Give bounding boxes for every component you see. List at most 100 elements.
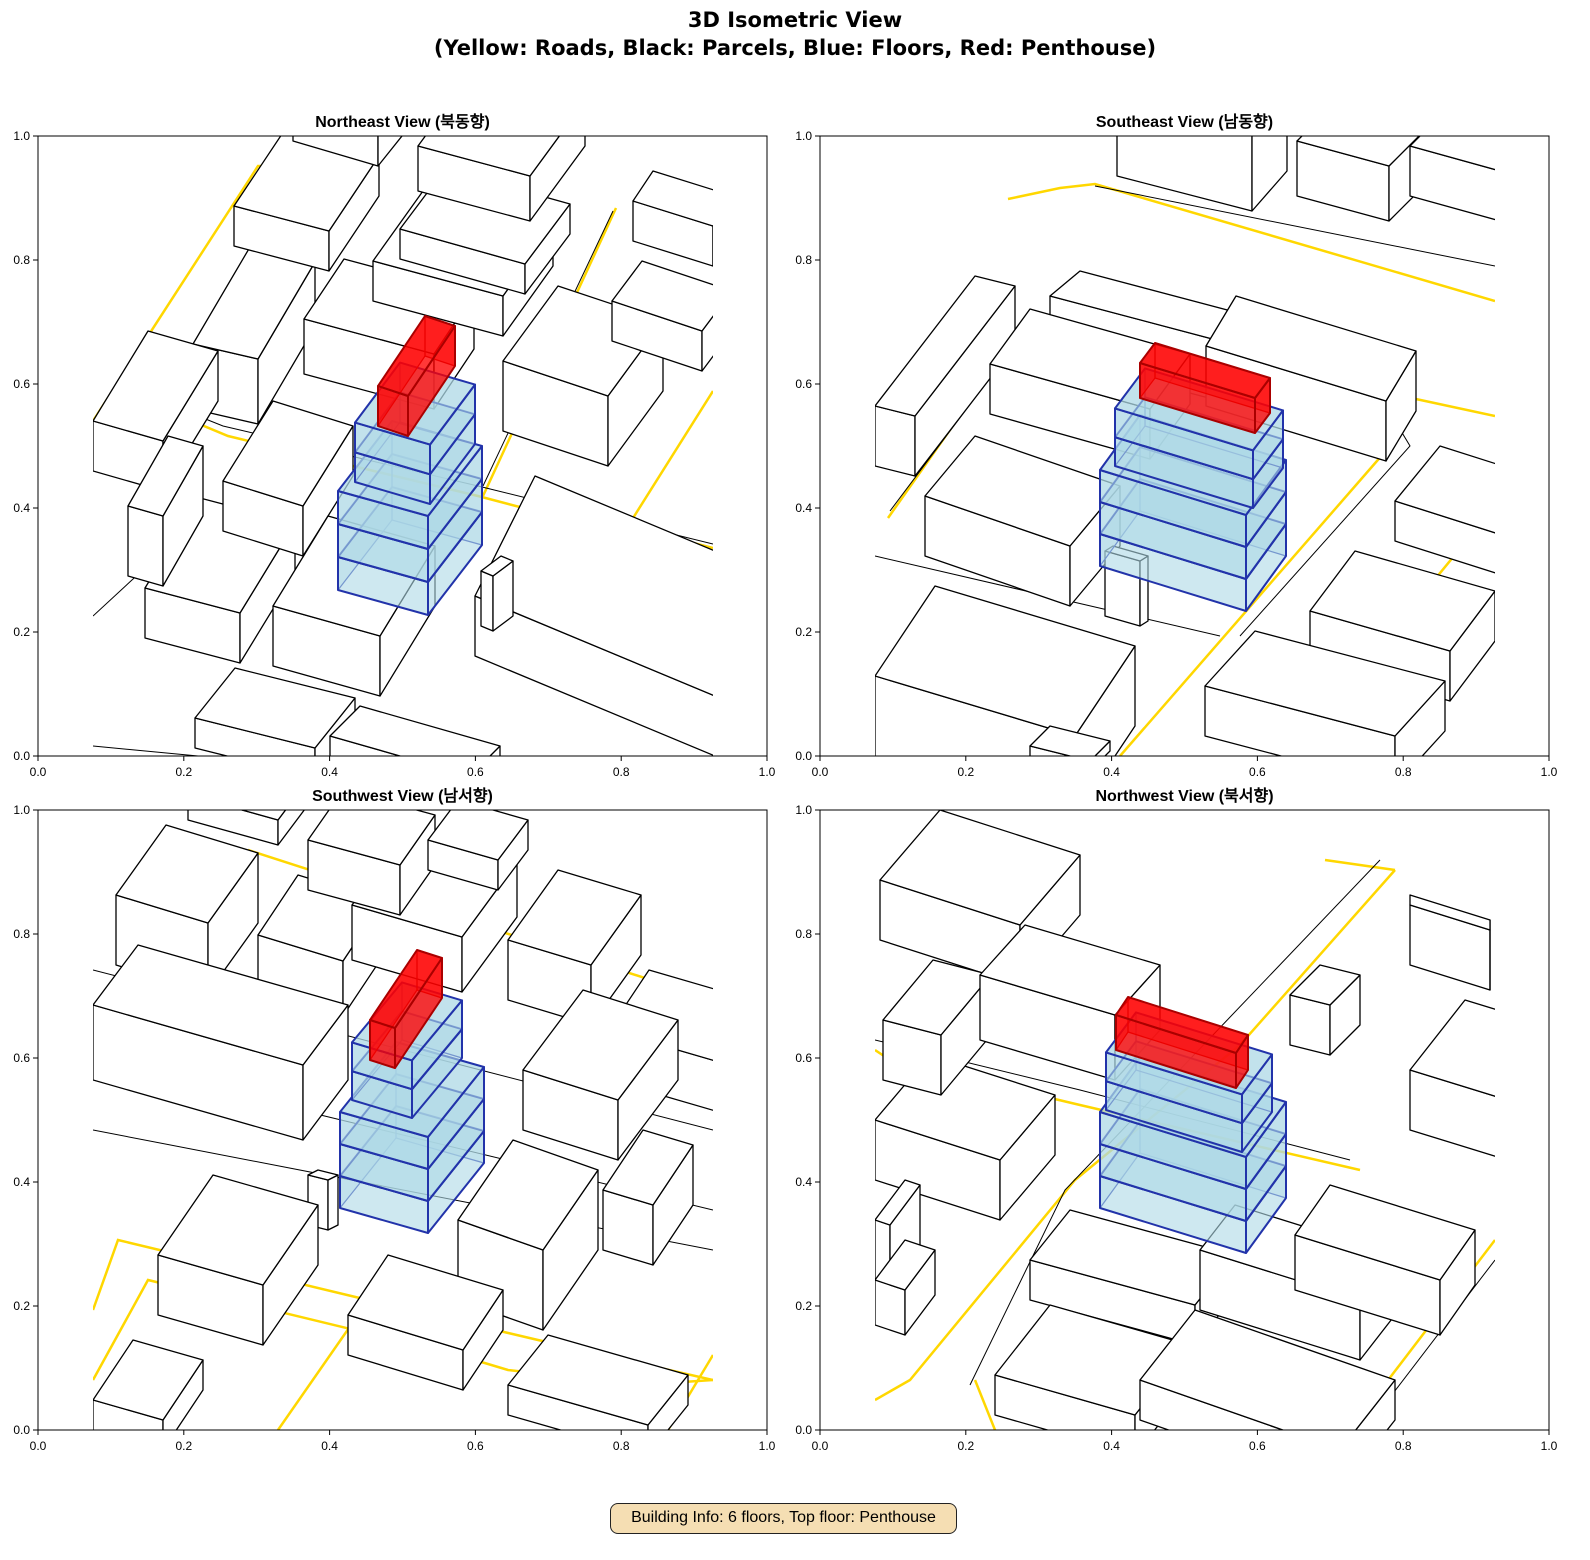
x-tick-label: 1.0 [759, 765, 776, 779]
top-face [1394, 445, 1495, 534]
road-line [1324, 858, 1396, 872]
top-face [1139, 1309, 1396, 1430]
side-face [701, 315, 713, 372]
front-face [127, 505, 164, 587]
top-face [347, 1254, 504, 1351]
y-tick-label: 1.0 [13, 803, 30, 817]
parcel-building [1296, 136, 1430, 222]
top-face [93, 330, 219, 442]
parcel-building [1409, 894, 1491, 991]
axes-frame [819, 135, 1550, 757]
parcel-building [875, 585, 1136, 756]
top-face [875, 585, 1136, 737]
top-face [1029, 725, 1111, 756]
top-face [1205, 295, 1417, 402]
top-face [127, 435, 204, 517]
x-tick-label: 0.8 [1395, 1439, 1412, 1453]
y-tick-label: 0.8 [13, 927, 30, 941]
front-face [1409, 145, 1495, 221]
x-tick-label: 0.0 [812, 765, 829, 779]
parcel-building [427, 810, 529, 891]
front-face [1394, 500, 1495, 574]
subplot-title: Southwest View (남서향) [312, 786, 493, 805]
x-tick-label: 1.0 [1541, 1439, 1558, 1453]
parcel-building [1409, 999, 1495, 1157]
figure-canvas: Northeast View (북동향) 0.0 0.2 0.4 0.6 0.8 1.0 0.… [13, 112, 1558, 1453]
y-tick-label: 0.6 [795, 377, 812, 391]
x-tick-label: 0.4 [1103, 765, 1120, 779]
y-tick-label: 0.6 [13, 1051, 30, 1065]
x-tick-label: 0.4 [1103, 1439, 1120, 1453]
parcel-building [875, 1054, 1056, 1221]
top-face [307, 810, 436, 866]
subplot-title: Northeast View (북동향) [315, 112, 490, 131]
scene-nw [875, 810, 1495, 1430]
axes-frame [37, 135, 768, 757]
parcel-building [93, 944, 349, 1141]
scene-sw [93, 810, 713, 1430]
top-face [522, 989, 679, 1101]
axes-frame [37, 809, 768, 1431]
scene-ne [93, 136, 775, 756]
penthouse-box [1139, 342, 1271, 434]
side-face [277, 810, 306, 846]
top-face [1289, 964, 1361, 1006]
y-tick-label: 0.0 [795, 749, 812, 763]
parcel-building [1204, 630, 1446, 756]
top-face [979, 924, 1161, 1016]
y-tick-label: 0.8 [795, 253, 812, 267]
top-face [507, 1334, 689, 1426]
parcel-building [507, 1334, 689, 1430]
x-tick-label: 0.6 [467, 1439, 484, 1453]
x-tick-label: 1.0 [1541, 765, 1558, 779]
y-tick-label: 0.6 [795, 1051, 812, 1065]
parcel-building [1409, 136, 1495, 221]
axes-frame [819, 809, 1550, 1431]
y-tick-label: 0.6 [13, 377, 30, 391]
x-tick-label: 0.2 [957, 1439, 974, 1453]
top-face [417, 136, 561, 177]
side-face [1449, 590, 1495, 702]
top-face [480, 555, 514, 577]
x-tick-label: 0.6 [1249, 1439, 1266, 1453]
scene-se [875, 136, 1495, 756]
top-face [1309, 550, 1495, 652]
parcel-building [474, 475, 775, 756]
x-tick-label: 0.4 [321, 765, 338, 779]
road-line [276, 1314, 360, 1430]
y-tick-label: 0.2 [13, 625, 30, 639]
parcel-building [875, 1239, 936, 1336]
top-face [239, 810, 287, 821]
front-face [292, 136, 379, 167]
top-face [875, 275, 1016, 417]
side-face [327, 1174, 339, 1231]
building-info-box: Building Info: 6 floors, Top floor: Pent… [610, 1503, 957, 1534]
parcel-building [1394, 445, 1495, 574]
side-face [715, 576, 775, 756]
parcel-line [93, 745, 199, 756]
top-face [611, 260, 713, 332]
figure-subtitle: (Yellow: Roads, Black: Parcels, Blue: Fl… [433, 36, 1157, 60]
top-face [1204, 630, 1446, 737]
front-face [875, 405, 916, 477]
y-tick-label: 0.0 [13, 1423, 30, 1437]
top-face [632, 170, 713, 227]
y-tick-label: 0.2 [795, 625, 812, 639]
x-tick-label: 0.0 [30, 1439, 47, 1453]
top-face [1139, 342, 1271, 399]
parcel-building [347, 1254, 504, 1391]
parcel-building [187, 810, 306, 846]
parcel-building [611, 260, 713, 372]
top-face [474, 475, 713, 696]
parcel-building [875, 275, 1016, 477]
x-tick-label: 0.2 [957, 765, 974, 779]
parcel-building [480, 555, 514, 632]
y-tick-label: 0.4 [13, 1175, 30, 1189]
road-line [973, 1379, 997, 1430]
parcel-building [632, 170, 713, 267]
front-face [1116, 136, 1253, 212]
top-face [427, 810, 529, 861]
y-tick-label: 1.0 [13, 129, 30, 143]
